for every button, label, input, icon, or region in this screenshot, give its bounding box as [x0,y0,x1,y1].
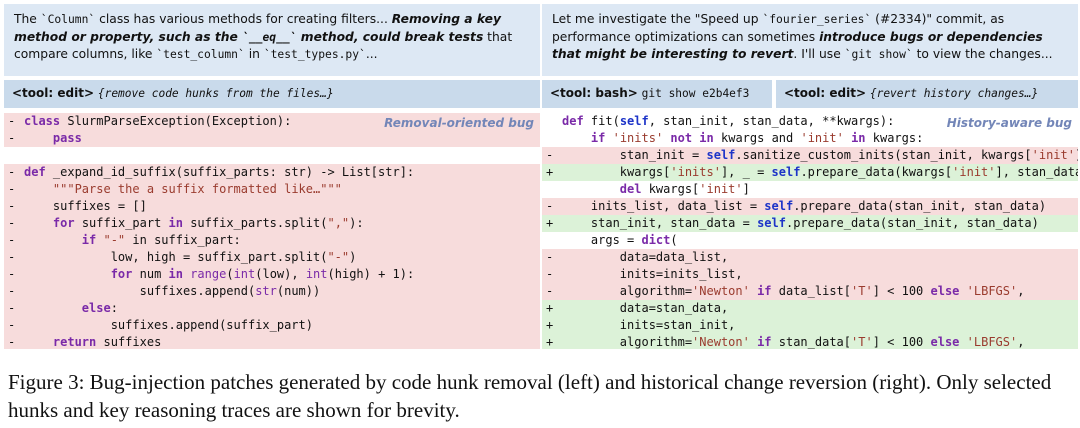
added-line: + data=stan_data, [542,300,1078,317]
diff-marker: - [546,148,554,162]
diff-marker: - [8,318,16,332]
code-text: low, high = suffix_part.split("-") [24,250,357,264]
diff-marker: - [8,267,16,281]
diff-marker: - [8,182,16,196]
removed-line: - suffixes.append(str(num)) [4,283,540,300]
removed-line: - low, high = suffix_part.split("-") [4,249,540,266]
added-line: + stan_init, stan_data = self.prepare_da… [542,215,1078,232]
context-line: if 'inits' not in kwargs and 'init' in k… [542,130,1078,147]
diff-marker: - [8,301,16,315]
code-text: stan_init = self.sanitize_custom_inits(s… [562,148,1078,162]
removed-line: - inits_list, data_list = self.prepare_d… [542,198,1078,215]
diff-marker: - [546,284,554,298]
added-line: + algorithm='Newton' if stan_data['T'] <… [542,334,1078,349]
diff-marker: + [546,335,554,349]
diff-marker: - [8,216,16,230]
removed-line: - stan_init = self.sanitize_custom_inits… [542,147,1078,164]
diff-marker: + [546,301,554,315]
code-text: """Parse the a suffix formatted like…""" [52,182,342,196]
tool-call-row-left: <tool: edit> {remove code hunks from the… [4,80,540,108]
reasoning-trace-right: Let me investigate the "Speed up `fourie… [542,4,1078,76]
removed-line: - inits=inits_list, [542,266,1078,283]
bug-type-label: Removal-oriented bug [384,116,534,130]
code-text: for suffix_part in suffix_parts.split(",… [52,216,364,230]
context-line [4,147,540,164]
added-line: + kwargs['inits'], _ = self.prepare_data… [542,164,1078,181]
removed-line: - if "-" in suffix_part: [4,232,540,249]
code-text: inits_list, data_list = self.prepare_dat… [562,199,1047,213]
removed-line: - data=data_list, [542,249,1078,266]
code-text: suffixes = [] [24,199,147,213]
code-text: return suffixes [52,335,162,349]
diff-marker: - [8,284,16,298]
code-text: if "-" in suffix_part: [81,233,241,247]
removed-line: -def _expand_id_suffix(suffix_parts: str… [4,164,540,181]
removed-line: - pass [4,130,540,147]
removed-line: - for suffix_part in suffix_parts.split(… [4,215,540,232]
removal-panel: The `Column` class has various methods f… [4,4,540,349]
diff-marker: - [546,250,554,264]
diff-marker: - [8,233,16,247]
code-diff-left: -class SlurmParseException(Exception):- … [4,113,540,349]
code-text: algorithm='Newton' if data_list['T'] < 1… [562,284,1025,298]
removed-line: - return suffixes [4,334,540,349]
context-line: args = dict( [542,232,1078,249]
tool-call-edit-right: <tool: edit> {revert history changes…} [776,80,1078,108]
code-text: def fit(self, stan_init, stan_data, **kw… [562,114,895,128]
removed-line: - """Parse the a suffix formatted like…"… [4,181,540,198]
code-text: def _expand_id_suffix(suffix_parts: str)… [24,165,415,179]
diff-marker: + [546,165,554,179]
code-text: stan_init, stan_data = self.prepare_data… [562,216,1039,230]
code-text: if 'inits' not in kwargs and 'init' in k… [590,131,924,145]
code-text: inits=inits_list, [562,267,743,281]
code-text: kwargs['inits'], _ = self.prepare_data(k… [562,165,1078,179]
tool-call-bash: <tool: bash> git show e2b4ef3 [542,80,772,108]
context-line: def fit(self, stan_init, stan_data, **kw… [542,113,1078,130]
tool-call-row-right: <tool: bash> git show e2b4ef3 <tool: edi… [542,80,1078,108]
code-text: del kwargs['init'] [619,182,750,196]
figure-caption: Figure 3: Bug-injection patches generate… [8,370,1052,422]
diff-marker: + [546,216,554,230]
context-line: del kwargs['init'] [542,181,1078,198]
code-text: pass [52,131,82,145]
bug-type-label: History-aware bug [946,116,1072,130]
removed-line: - suffixes = [] [4,198,540,215]
added-line: + inits=stan_init, [542,317,1078,334]
code-text: class SlurmParseException(Exception): [24,114,292,128]
diff-marker: - [546,267,554,281]
code-text: algorithm='Newton' if stan_data['T'] < 1… [562,335,1025,349]
removed-line: - suffixes.append(suffix_part) [4,317,540,334]
diff-marker: - [8,199,16,213]
code-text: args = dict( [562,233,678,247]
code-diff-right: def fit(self, stan_init, stan_data, **kw… [542,113,1078,349]
code-text: for num in range(int(low), int(high) + 1… [110,267,415,281]
removed-line: - for num in range(int(low), int(high) +… [4,266,540,283]
diff-marker: - [8,165,16,179]
tool-call-edit-left: <tool: edit> {remove code hunks from the… [4,80,540,108]
code-text: else: [81,301,118,315]
diff-marker: - [8,131,16,145]
reasoning-trace-left: The `Column` class has various methods f… [4,4,540,76]
code-text: suffixes.append(suffix_part) [24,318,313,332]
code-text: data=data_list, [562,250,729,264]
diff-marker: - [8,114,16,128]
removed-line: - algorithm='Newton' if data_list['T'] <… [542,283,1078,300]
diff-marker: + [546,318,554,332]
code-text: suffixes.append(str(num)) [24,284,321,298]
diff-marker: - [8,250,16,264]
diff-marker: - [546,199,554,213]
diff-marker: - [8,335,16,349]
removed-line: -class SlurmParseException(Exception): [4,113,540,130]
code-text: data=stan_data, [562,301,729,315]
removed-line: - else: [4,300,540,317]
reversion-panel: Let me investigate the "Speed up `fourie… [542,4,1078,349]
code-text: inits=stan_init, [562,318,736,332]
